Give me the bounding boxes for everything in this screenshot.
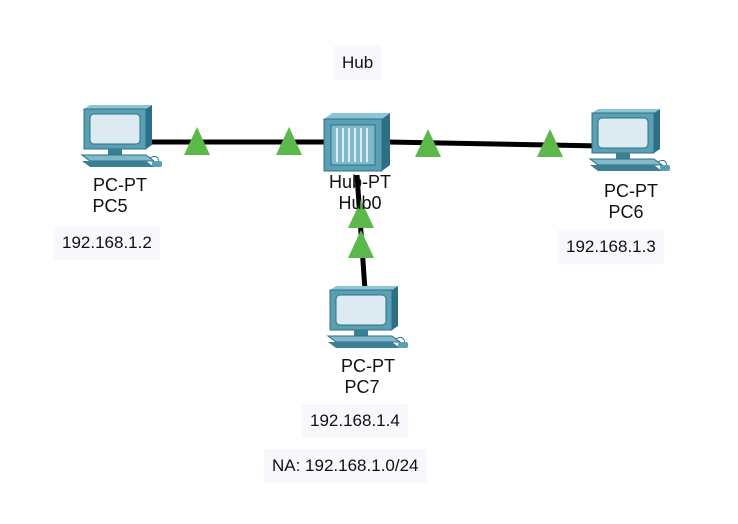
link-up-indicator (415, 129, 441, 157)
pc6-device-icon[interactable] (588, 109, 670, 171)
link-up-indicator (348, 230, 374, 258)
pc7-ip-label: 192.168.1.4 (302, 404, 408, 438)
cable-hub0-pc6[interactable] (387, 139, 603, 149)
hub-device-icon[interactable] (323, 113, 390, 172)
link-up-indicator (276, 127, 302, 155)
link-up-indicator (184, 127, 210, 155)
link-up-indicator (537, 129, 563, 157)
pc6-name-label: PC6 (608, 202, 644, 222)
pc5-device-icon[interactable] (80, 105, 162, 167)
pc7-name-label: PC7 (344, 377, 380, 397)
pc7-device-icon[interactable] (326, 286, 408, 348)
hub0-model-label: Hub-PT (328, 172, 391, 192)
link-up-indicator (348, 200, 374, 228)
pc5-model-label: PC-PT (93, 175, 147, 195)
diagram-title: Hub (334, 46, 382, 80)
pc5-name-label: PC5 (92, 196, 128, 216)
pc6-ip-label: 192.168.1.3 (558, 230, 664, 264)
pc6-model-label: PC-PT (604, 181, 658, 201)
pc5-ip-label: 192.168.1.2 (54, 226, 160, 260)
hub0-name-label: Hub0 (338, 193, 382, 213)
network-address-note: NA: 192.168.1.0/24 (264, 449, 427, 483)
pc7-model-label: PC-PT (341, 356, 395, 376)
